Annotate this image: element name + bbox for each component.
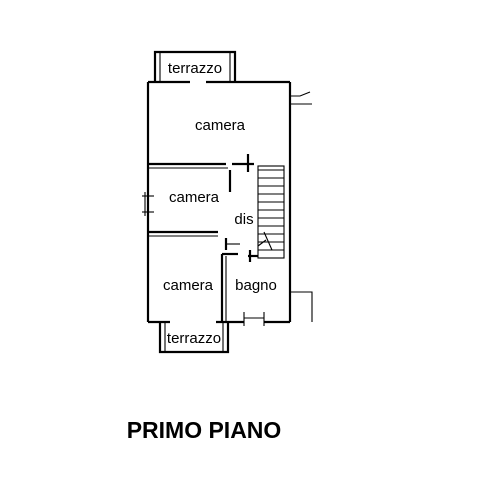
floor-title: PRIMO PIANO [127,417,282,443]
terrace-top-label: terrazzo [168,60,222,77]
interior-walls [148,154,258,322]
left-wall-openings [142,192,154,216]
terrace-bottom [158,322,230,354]
hallway-label: dis [234,211,253,228]
terrace-top [153,50,237,82]
outer-walls [146,80,292,324]
terrace-bottom-label: terrazzo [167,330,221,347]
bedroom-bottom-label: camera [163,277,214,294]
bathroom-label: bagno [235,277,277,294]
adjacent-walls [290,91,313,322]
bottom-openings [243,312,265,326]
bedroom-middle-label: camera [169,189,220,206]
bedroom-top-label: camera [195,117,246,134]
staircase [257,165,285,259]
